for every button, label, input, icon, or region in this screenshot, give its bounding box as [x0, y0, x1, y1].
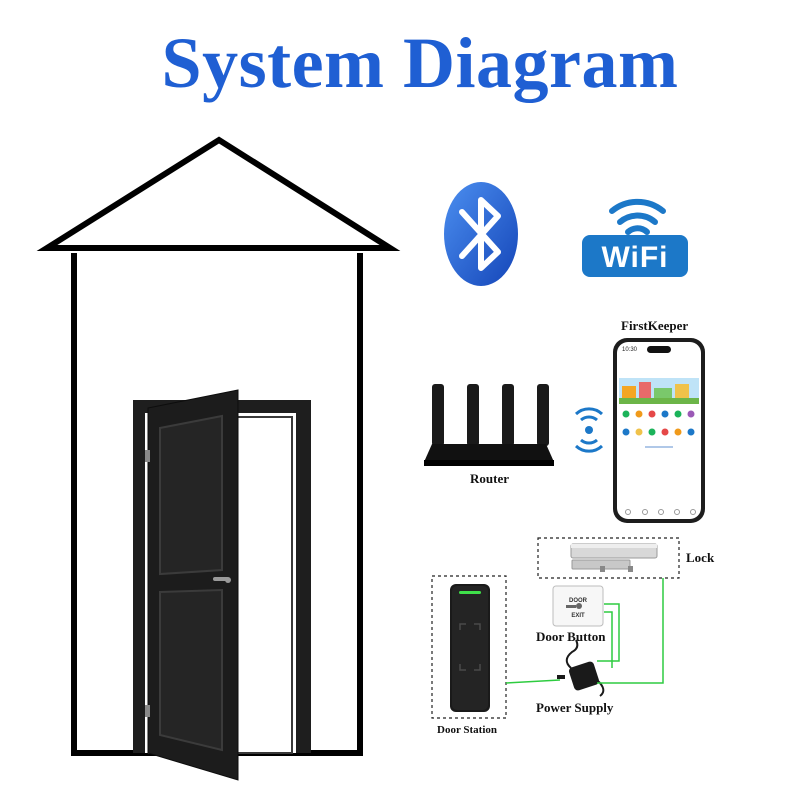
wifi-badge-text: WiFi — [601, 241, 668, 274]
phone-tabbar — [625, 509, 696, 515]
door-button-icon: DOOR EXIT — [552, 585, 604, 627]
door-station-box — [431, 575, 507, 719]
label-firstkeeper: FirstKeeper — [621, 318, 689, 333]
phone-icon: 10:30 — [613, 338, 705, 523]
power-supply-icon — [557, 639, 605, 697]
door-icon — [145, 389, 239, 781]
label-door-button: Door Button — [536, 629, 606, 644]
door-station-icon — [450, 584, 490, 712]
wifi-signal-icon — [574, 407, 604, 453]
label-door-station: Door Station — [437, 724, 497, 736]
label-lock: Lock — [686, 550, 715, 565]
wifi-icon: WiFi — [582, 198, 688, 277]
page-title: System Diagram — [161, 23, 679, 103]
label-power-supply: Power Supply — [536, 700, 614, 715]
router-icon — [424, 384, 554, 466]
exit-button-line1: DOOR — [569, 598, 588, 604]
phone-status-time: 10:30 — [622, 347, 638, 353]
bluetooth-icon — [444, 182, 518, 286]
exit-button-line2: EXIT — [571, 613, 585, 619]
app-icons — [622, 410, 695, 436]
label-router: Router — [470, 471, 509, 486]
lock-icon — [570, 543, 658, 572]
wiring — [505, 578, 664, 684]
lock-box — [537, 537, 680, 579]
